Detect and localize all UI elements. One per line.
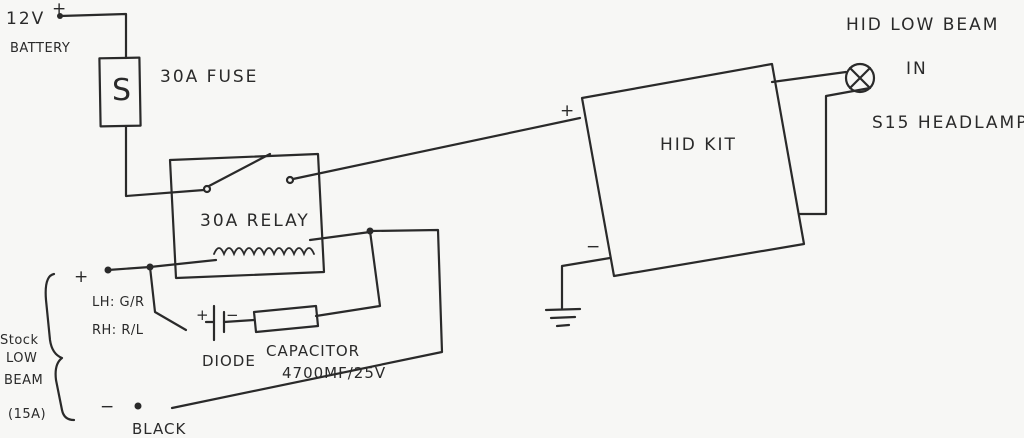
hid-kit-box [580, 62, 806, 278]
lamp-wires [770, 70, 872, 216]
stock-label-line1: Stock [0, 333, 38, 348]
relay-box [168, 152, 326, 280]
relay-label: 30A RELAY [200, 211, 310, 231]
hid-feed-wire [291, 116, 582, 181]
stock-negative-terminal [134, 402, 142, 410]
stock-minus-label: − [100, 397, 116, 417]
battery-plus-label: + [52, 0, 68, 19]
hid-plus-label: + [560, 101, 576, 121]
stock-lh-label: LH: G/R [92, 295, 145, 310]
stock-label-line2: LOW [6, 351, 37, 366]
stock-label-line4: (15A) [8, 407, 46, 422]
stock-bracket [44, 272, 76, 422]
stock-label-line3: BEAM [4, 373, 43, 388]
stock-positive-wire [104, 227, 444, 410]
battery-label: BATTERY [10, 41, 70, 56]
diode-label: DIODE [202, 352, 256, 370]
relay-coil [213, 247, 315, 257]
cap-minus-label: − [226, 306, 240, 324]
ground-icon [544, 307, 582, 328]
lamp-label-line1: HID LOW BEAM [846, 15, 999, 35]
capacitor-symbol [222, 304, 320, 334]
lamp-label-line2: IN [906, 59, 928, 79]
hid-minus-label: − [586, 237, 602, 257]
capacitor-label: CAPACITOR [266, 342, 360, 360]
relay-switch [202, 152, 295, 194]
fuse-symbol [98, 56, 142, 128]
fuse-label: 30A FUSE [160, 67, 258, 87]
lamp-label-line3: S15 HEADLAMP [872, 113, 1024, 133]
black-wire-label: BLACK [132, 420, 186, 438]
fuse-glyph: S [112, 73, 132, 108]
battery-feed-wire [57, 12, 206, 198]
capacitor-value-label: 4700MF/25V [282, 364, 386, 382]
stock-plus-label: + [74, 267, 90, 287]
stock-rh-label: RH: R/L [92, 323, 144, 338]
hid-kit-label: HID KIT [660, 135, 737, 155]
ground-wire [560, 256, 612, 310]
battery-voltage-label: 12V [6, 9, 45, 29]
hid-lamp [844, 62, 876, 94]
cap-plus-label: + [196, 306, 210, 324]
